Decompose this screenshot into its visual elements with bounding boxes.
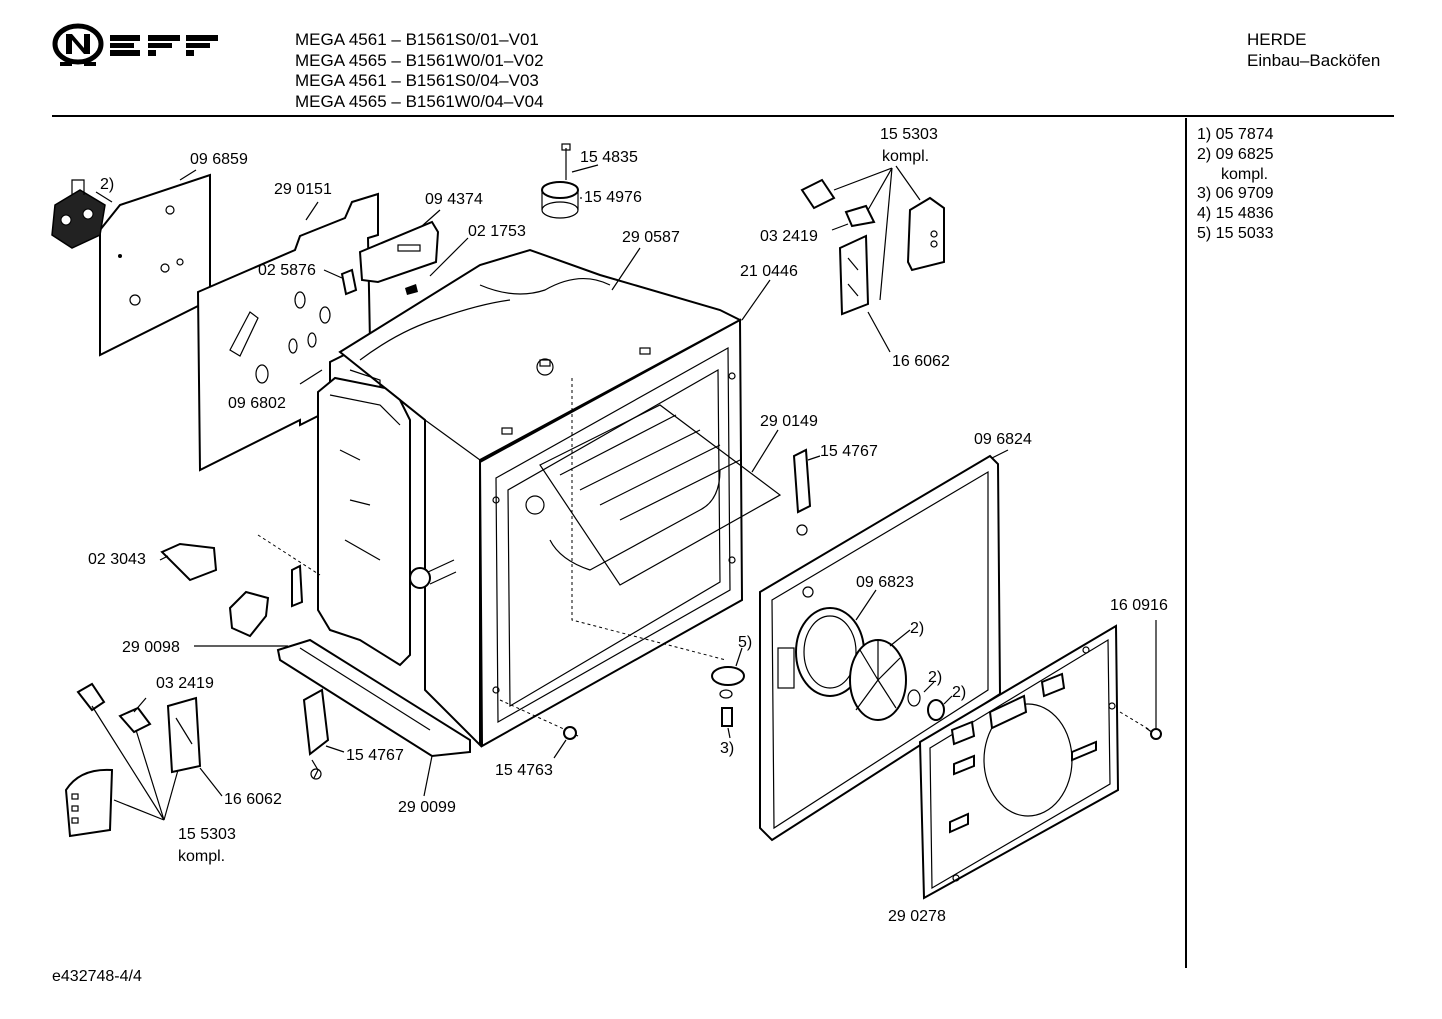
part-label: 29 0098 bbox=[122, 639, 180, 656]
drawing-code: e432748-4/4 bbox=[52, 968, 142, 985]
part-label: 09 6802 bbox=[228, 395, 286, 412]
assembly-line bbox=[571, 378, 727, 661]
part-label: 29 0149 bbox=[760, 413, 818, 430]
grommet-part[interactable] bbox=[541, 181, 579, 219]
part-label: 16 6062 bbox=[892, 353, 950, 370]
leader-lines bbox=[91, 164, 1157, 821]
category-subtitle: Einbau–Backöfen bbox=[1247, 50, 1381, 70]
part-label: 15 4763 bbox=[495, 762, 553, 779]
latch-part[interactable] bbox=[228, 564, 304, 638]
neff-logo bbox=[52, 20, 222, 72]
bracket-part[interactable] bbox=[358, 220, 440, 295]
part-label: 02 5876 bbox=[258, 262, 316, 279]
legend-item: 4) 15 4836 bbox=[1197, 205, 1274, 223]
part-label: 15 4835 bbox=[580, 149, 638, 166]
legend-item: 2) 09 6825 bbox=[1197, 145, 1274, 163]
side-panel-part[interactable] bbox=[317, 376, 411, 667]
part-label: 3) bbox=[720, 740, 734, 757]
rail-bracket-part[interactable] bbox=[792, 448, 812, 536]
category-block: HERDE Einbau–Backöfen bbox=[1247, 30, 1380, 71]
rail-bracket-part[interactable] bbox=[302, 688, 330, 780]
part-label: 5) bbox=[738, 634, 752, 651]
part-label: 2) bbox=[100, 176, 114, 193]
part-label: 02 3043 bbox=[88, 551, 146, 568]
model-line: MEGA 4561 – B1561S0/04–V03 bbox=[295, 71, 539, 90]
fan-cover-part[interactable] bbox=[918, 624, 1120, 900]
part-label: 15 5303 bbox=[178, 826, 236, 843]
part-label: 09 4374 bbox=[425, 191, 483, 208]
legend-item: 5) 15 5033 bbox=[1197, 224, 1274, 242]
lamp-assembly-part[interactable] bbox=[64, 682, 202, 838]
part-label: 09 6859 bbox=[190, 151, 248, 168]
part-label: 29 0587 bbox=[622, 229, 680, 246]
legend-divider bbox=[1185, 118, 1187, 968]
model-list: MEGA 4561 – B1561S0/01–V01 MEGA 4565 – B… bbox=[295, 30, 544, 112]
spacer-part[interactable] bbox=[711, 666, 745, 727]
part-label: 29 0099 bbox=[398, 799, 456, 816]
part-label: 09 6824 bbox=[974, 431, 1032, 448]
fan-wheel-part[interactable] bbox=[849, 639, 945, 721]
assembly-line bbox=[499, 699, 567, 731]
bottom-tray-part[interactable] bbox=[276, 638, 471, 758]
bolt-part[interactable] bbox=[409, 559, 457, 589]
pin-part[interactable] bbox=[561, 143, 571, 180]
part-label: 15 5303 bbox=[880, 126, 938, 143]
part-label: kompl. bbox=[178, 848, 225, 865]
assembly-line bbox=[257, 534, 321, 576]
part-label: 03 2419 bbox=[156, 675, 214, 692]
thermostat-part[interactable] bbox=[51, 179, 106, 249]
screw-part[interactable] bbox=[563, 726, 579, 740]
part-label: kompl. bbox=[882, 148, 929, 165]
part-label: 29 0151 bbox=[274, 181, 332, 198]
clip-part[interactable] bbox=[160, 542, 218, 582]
part-label: 03 2419 bbox=[760, 228, 818, 245]
assembly-line bbox=[1119, 711, 1151, 731]
insulation-part[interactable] bbox=[196, 192, 379, 472]
legend-item: 1) 05 7874 bbox=[1197, 126, 1274, 143]
part-label: 09 6823 bbox=[856, 574, 914, 591]
part-label: 15 4767 bbox=[346, 747, 404, 764]
front-frame-part[interactable] bbox=[478, 318, 744, 748]
part-label: 16 0916 bbox=[1110, 597, 1168, 614]
clip-part[interactable] bbox=[340, 268, 358, 296]
part-label: 2) bbox=[910, 620, 924, 637]
part-label: 29 0278 bbox=[888, 908, 946, 925]
category-title: HERDE bbox=[1247, 30, 1307, 49]
part-label: 2) bbox=[928, 669, 942, 686]
lamp-assembly-part[interactable] bbox=[800, 178, 945, 316]
oven-rack-part[interactable] bbox=[539, 404, 782, 586]
model-line: MEGA 4565 – B1561W0/01–V02 bbox=[295, 50, 544, 70]
legend: 1) 05 7874 2) 09 6825 kompl. 3) 06 9709 … bbox=[1197, 125, 1274, 244]
part-label: 2) bbox=[952, 684, 966, 701]
part-label: 16 6062 bbox=[224, 791, 282, 808]
part-label: 21 0446 bbox=[740, 263, 798, 280]
legend-item: kompl. bbox=[1221, 165, 1269, 183]
part-label: 15 4767 bbox=[820, 443, 878, 460]
part-label: 15 4976 bbox=[584, 189, 642, 206]
rear-panel-part[interactable] bbox=[99, 173, 211, 357]
legend-item: 3) 06 9709 bbox=[1197, 185, 1274, 203]
model-line: MEGA 4565 – B1561W0/04–V04 bbox=[295, 91, 544, 111]
header-divider bbox=[52, 115, 1394, 117]
part-label: 02 1753 bbox=[468, 223, 526, 240]
neff-logo-graphic bbox=[52, 23, 218, 66]
model-line: MEGA 4561 – B1561S0/01–V01 bbox=[295, 30, 539, 49]
screw-part[interactable] bbox=[1145, 727, 1162, 740]
